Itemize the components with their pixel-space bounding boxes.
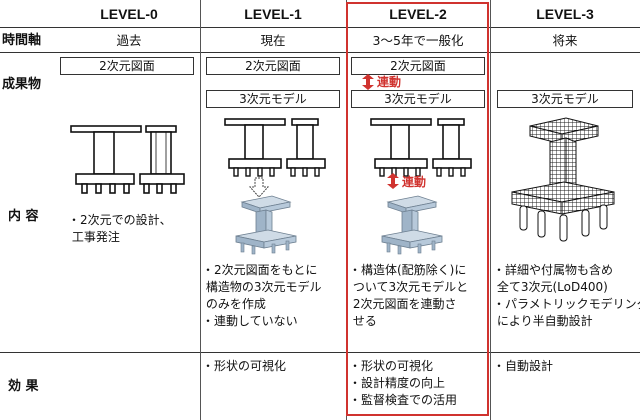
level-2-highlight-frame [346,2,489,416]
model-3d-box-level-3: 3次元モデル [497,90,633,108]
timeline-level-3: 将来 [552,33,578,48]
content-note-level-0: ・2次元での設計、 工事発注 [68,213,172,244]
row-label-timeline: 時間軸 [2,33,42,48]
model-3d-box-level-2: 3次元モデル [351,90,485,108]
rebar-model-level-3 [511,117,615,242]
timeline-divider [0,52,640,53]
effect-note-level-3: ・自動設計 [493,359,554,373]
drawing-2d-box-level-0: 2次元図面 [60,57,194,75]
link-arrow-icon [362,74,374,90]
level-3-header: LEVEL-3 [536,6,594,22]
row-label-effect: 効 果 [8,379,39,394]
link-arrow-icon [387,173,399,189]
row-label-content: 内 容 [8,209,39,224]
pier-drawing-front-level-2 [370,118,432,177]
column-divider-3 [490,0,491,420]
pier-drawing-side-level-1 [286,118,326,177]
pier-drawing-front-level-1 [224,118,286,177]
level-1-header: LEVEL-1 [244,6,302,22]
link-label-deliverables: 連動 [377,75,402,89]
effect-note-level-1: ・形状の可視化 [202,359,287,373]
pier-3d-model-level-1 [235,195,297,255]
row-label-deliverables: 成果物 [2,77,42,92]
link-label-content: 連動 [402,175,427,189]
content-note-level-2: ・構造体(配筋除く)に ついて3次元モデルと 2次元図面を連動さ せる [349,263,469,328]
level-2-header: LEVEL-2 [389,6,447,22]
pier-drawing-front-level-0 [70,125,142,194]
header-divider [0,27,640,28]
pier-drawing-side-level-2 [432,118,472,177]
timeline-level-2: 3～5年で一般化 [372,33,464,48]
effect-divider [0,352,640,353]
level-0-header: LEVEL-0 [100,6,158,22]
content-note-level-1: ・2次元図面をもとに 構造物の3次元モデル のみを作成 ・連動していない [202,263,322,328]
model-3d-box-level-1: 3次元モデル [206,90,340,108]
column-divider-1 [200,0,201,420]
down-arrow-icon [248,177,270,198]
effect-note-level-2: ・形状の可視化 ・設計精度の向上 ・監督検査での活用 [349,359,458,407]
pier-3d-model-level-2 [381,195,443,255]
pier-drawing-side-level-0 [139,125,185,194]
drawing-2d-box-level-2: 2次元図面 [351,57,485,75]
content-note-level-3: ・詳細や付属物も含め 全て3次元(LoD400) ・パラメトリックモデリング に… [493,263,640,328]
drawing-2d-box-level-1: 2次元図面 [206,57,340,75]
timeline-level-0: 過去 [116,33,142,48]
timeline-level-1: 現在 [260,33,286,48]
